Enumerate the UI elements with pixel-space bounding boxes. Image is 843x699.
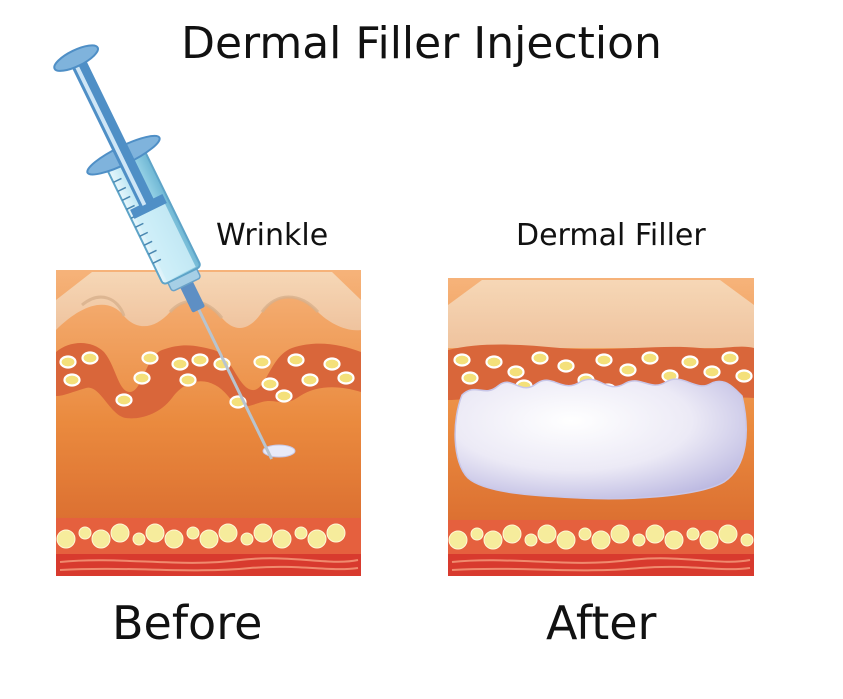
subcutaneous-fat-cell [591, 530, 611, 550]
plunger-stopper [130, 194, 167, 219]
subcutaneous-fat-cell [645, 524, 665, 544]
fat-cells-after [448, 524, 754, 550]
label-after: After [546, 596, 657, 650]
epidermis-before [56, 272, 361, 331]
subcutaneous-fat-cell [470, 527, 484, 541]
dermis-cell [507, 365, 525, 379]
dermis-cell [63, 373, 81, 387]
plunger-rod-highlight [72, 60, 147, 206]
subcutaneous-fat-cell [199, 529, 219, 549]
subcutaneous-fat-cell [78, 526, 92, 540]
plunger-thumb [53, 44, 99, 72]
subcutaneous-fat-cell [307, 529, 327, 549]
dermis-cell [81, 351, 99, 365]
dermis-cell [557, 359, 575, 373]
dermis-cell [275, 389, 293, 403]
dermis-cell [485, 355, 503, 369]
dermis-cell [253, 355, 271, 369]
dermis-cell [453, 353, 471, 367]
dermis-cell [301, 373, 319, 387]
subcutaneous-fat-cell [664, 530, 684, 550]
muscle-fibers-after [451, 557, 751, 572]
dermis-cell [287, 353, 305, 367]
subcutaneous-fat-cell [524, 533, 538, 547]
subcutaneous-fat-cell [272, 529, 292, 549]
label-wrinkle: Wrinkle [216, 218, 329, 253]
fat-cells-before [56, 523, 346, 549]
dermis-cell [133, 371, 151, 385]
subcutaneous-fat-cell [253, 523, 273, 543]
dermis-cell [191, 353, 209, 367]
subcutaneous-fat-cell [56, 529, 76, 549]
dermis-cell [735, 369, 753, 383]
dermis-cell [461, 371, 479, 385]
skin-block-after [448, 278, 754, 576]
subcutaneous-fat-cell [132, 532, 146, 546]
subcutaneous-fat-cell [502, 524, 522, 544]
syringe [53, 44, 273, 460]
dermis-cell [531, 351, 549, 365]
skin-block-before [56, 270, 361, 576]
label-dermal-filler: Dermal Filler [516, 218, 706, 253]
subcutaneous-fat-cell [740, 533, 754, 547]
filler-droplet [262, 444, 296, 458]
dermis-cell [115, 393, 133, 407]
dermis-cell [261, 377, 279, 391]
subcutaneous-fat-cell [145, 523, 165, 543]
subcutaneous-fat-cell [718, 524, 738, 544]
subcutaneous-fat-cell [448, 530, 468, 550]
label-before: Before [112, 596, 263, 650]
cell-group-before [59, 351, 355, 409]
dermis-cell [703, 365, 721, 379]
dermis-cell [171, 357, 189, 371]
barrel-graduations [113, 177, 162, 264]
subcutaneous-fat-cell [686, 527, 700, 541]
dermis-cell [681, 355, 699, 369]
subcutaneous-fat-cell [110, 523, 130, 543]
subcutaneous-fat-cell [537, 524, 557, 544]
dermis-cell [179, 373, 197, 387]
subcutaneous-fat-cell [578, 527, 592, 541]
dermis-cell [141, 351, 159, 365]
subcutaneous-fat-cell [556, 530, 576, 550]
subcutaneous-fat-cell [610, 524, 630, 544]
dermis-cell [641, 351, 659, 365]
dermis-cell [59, 355, 77, 369]
subcutaneous-fat-cell [91, 529, 111, 549]
dermis-cell [595, 353, 613, 367]
dermis-cell [337, 371, 355, 385]
muscle-fibers-before [59, 557, 359, 572]
filler-mass [454, 378, 747, 500]
needle [196, 307, 273, 460]
subcutaneous-fat-cell [483, 530, 503, 550]
barrel-liquid [135, 202, 196, 281]
muscle-after [448, 554, 754, 576]
subcutaneous-fat-cell [294, 526, 308, 540]
epidermis-after [448, 280, 754, 348]
subcutaneous-fat-cell [632, 533, 646, 547]
dermis-cell [323, 357, 341, 371]
subcutaneous-fat-cell [164, 529, 184, 549]
page-title: Dermal Filler Injection [181, 18, 662, 69]
needle-hub [180, 280, 205, 313]
subcutaneous-fat-cell [186, 526, 200, 540]
subcutaneous-fat-cell [240, 532, 254, 546]
subcutaneous-fat-cell [699, 530, 719, 550]
muscle-before [56, 554, 361, 576]
subcutaneous-fat-cell [218, 523, 238, 543]
subcutaneous-fat-cell [326, 523, 346, 543]
dermis-cell [721, 351, 739, 365]
dermis-cell [619, 363, 637, 377]
